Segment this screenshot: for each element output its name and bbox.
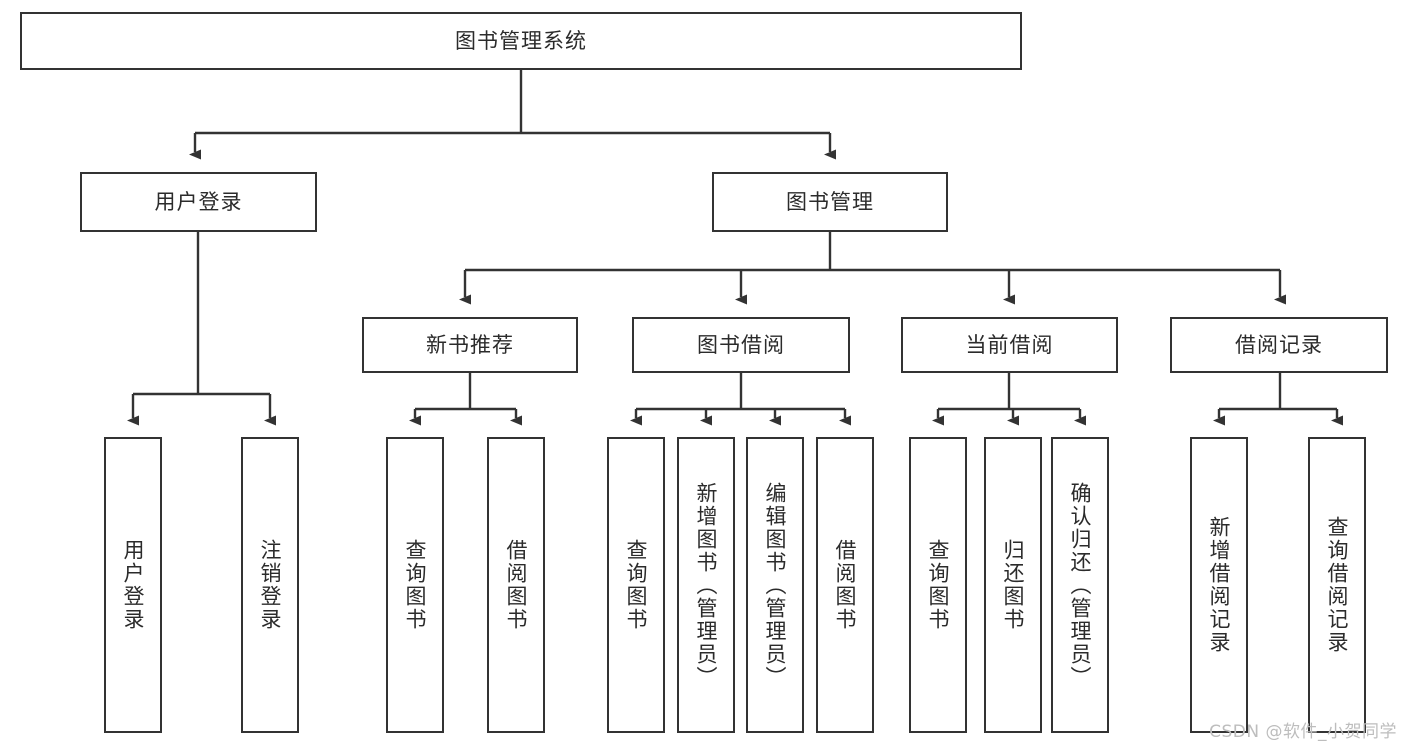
node-current-borrow-label: 当前借阅	[965, 332, 1054, 357]
node-root[interactable]: 图书管理系统	[20, 12, 1022, 70]
node-leaf-query-book-borrow-label: 查询图书	[624, 539, 649, 631]
node-leaf-borrow-book[interactable]: 借阅图书	[816, 437, 874, 733]
node-book-borrow-label: 图书借阅	[697, 332, 785, 357]
node-leaf-add-borrow-record[interactable]: 新增借阅记录	[1190, 437, 1248, 733]
node-book-manage-label: 图书管理	[786, 189, 874, 214]
node-leaf-user-logout[interactable]: 注销登录	[241, 437, 299, 733]
node-leaf-user-login-label: 用户登录	[121, 539, 146, 631]
node-borrow-record[interactable]: 借阅记录	[1170, 317, 1388, 373]
node-book-manage[interactable]: 图书管理	[712, 172, 948, 232]
node-borrow-record-label: 借阅记录	[1235, 332, 1323, 357]
node-leaf-return-book[interactable]: 归还图书	[984, 437, 1042, 733]
node-current-borrow[interactable]: 当前借阅	[901, 317, 1118, 373]
node-leaf-query-book-cur[interactable]: 查询图书	[909, 437, 967, 733]
node-new-book-recommend[interactable]: 新书推荐	[362, 317, 578, 373]
node-leaf-borrow-book-rec-label: 借阅图书	[504, 539, 529, 631]
node-new-book-recommend-label: 新书推荐	[426, 332, 514, 357]
node-leaf-query-book-borrow[interactable]: 查询图书	[607, 437, 665, 733]
node-leaf-return-book-label: 归还图书	[1001, 539, 1026, 631]
node-leaf-user-logout-label: 注销登录	[258, 539, 283, 631]
node-leaf-query-borrow-record[interactable]: 查询借阅记录	[1308, 437, 1366, 733]
node-leaf-query-book-rec-label: 查询图书	[403, 539, 428, 631]
node-leaf-edit-book-admin-label: 编辑图书（管理员）	[763, 481, 788, 689]
node-book-borrow[interactable]: 图书借阅	[632, 317, 850, 373]
node-leaf-borrow-book-label: 借阅图书	[833, 539, 858, 631]
node-leaf-confirm-return-admin-label: 确认归还（管理员）	[1068, 481, 1093, 689]
node-leaf-user-login[interactable]: 用户登录	[104, 437, 162, 733]
node-leaf-edit-book-admin[interactable]: 编辑图书（管理员）	[746, 437, 804, 733]
csdn-watermark: CSDN @软件_小贺同学	[1209, 722, 1397, 742]
node-leaf-add-book-admin-label: 新增图书（管理员）	[694, 481, 719, 689]
node-leaf-borrow-book-rec[interactable]: 借阅图书	[487, 437, 545, 733]
node-user-login[interactable]: 用户登录	[80, 172, 317, 232]
node-leaf-query-book-cur-label: 查询图书	[926, 539, 951, 631]
node-user-login-label: 用户登录	[154, 189, 243, 214]
node-root-label: 图书管理系统	[455, 28, 587, 53]
node-leaf-add-book-admin[interactable]: 新增图书（管理员）	[677, 437, 735, 733]
node-leaf-query-borrow-record-label: 查询借阅记录	[1325, 516, 1350, 654]
node-leaf-confirm-return-admin[interactable]: 确认归还（管理员）	[1051, 437, 1109, 733]
node-leaf-add-borrow-record-label: 新增借阅记录	[1207, 516, 1232, 654]
node-leaf-query-book-rec[interactable]: 查询图书	[386, 437, 444, 733]
